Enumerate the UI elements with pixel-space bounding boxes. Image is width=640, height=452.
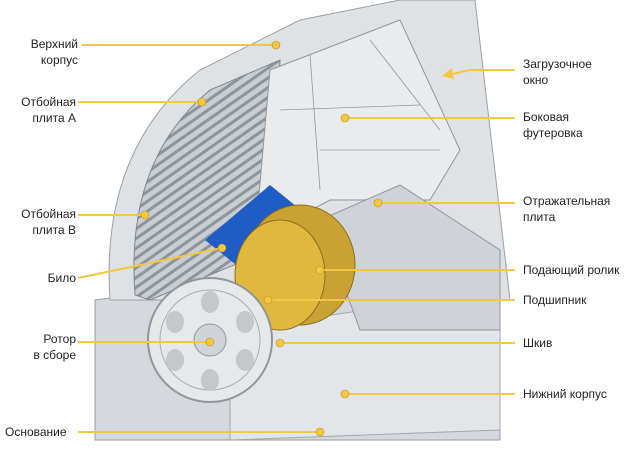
label-pulley: Шкив [523,336,553,350]
label-lower-housing: Нижний корпус [523,387,607,401]
reflector-plate [319,184,501,331]
leader-lines [77,44,515,433]
arrow-icon [442,68,454,79]
label-feed-roller: Подающий ролик [523,263,620,277]
label-hammer: Било [47,271,76,285]
marker-dots [140,40,383,437]
label-base: Основание [5,425,67,439]
label-bearing: Подшипник [523,293,587,307]
